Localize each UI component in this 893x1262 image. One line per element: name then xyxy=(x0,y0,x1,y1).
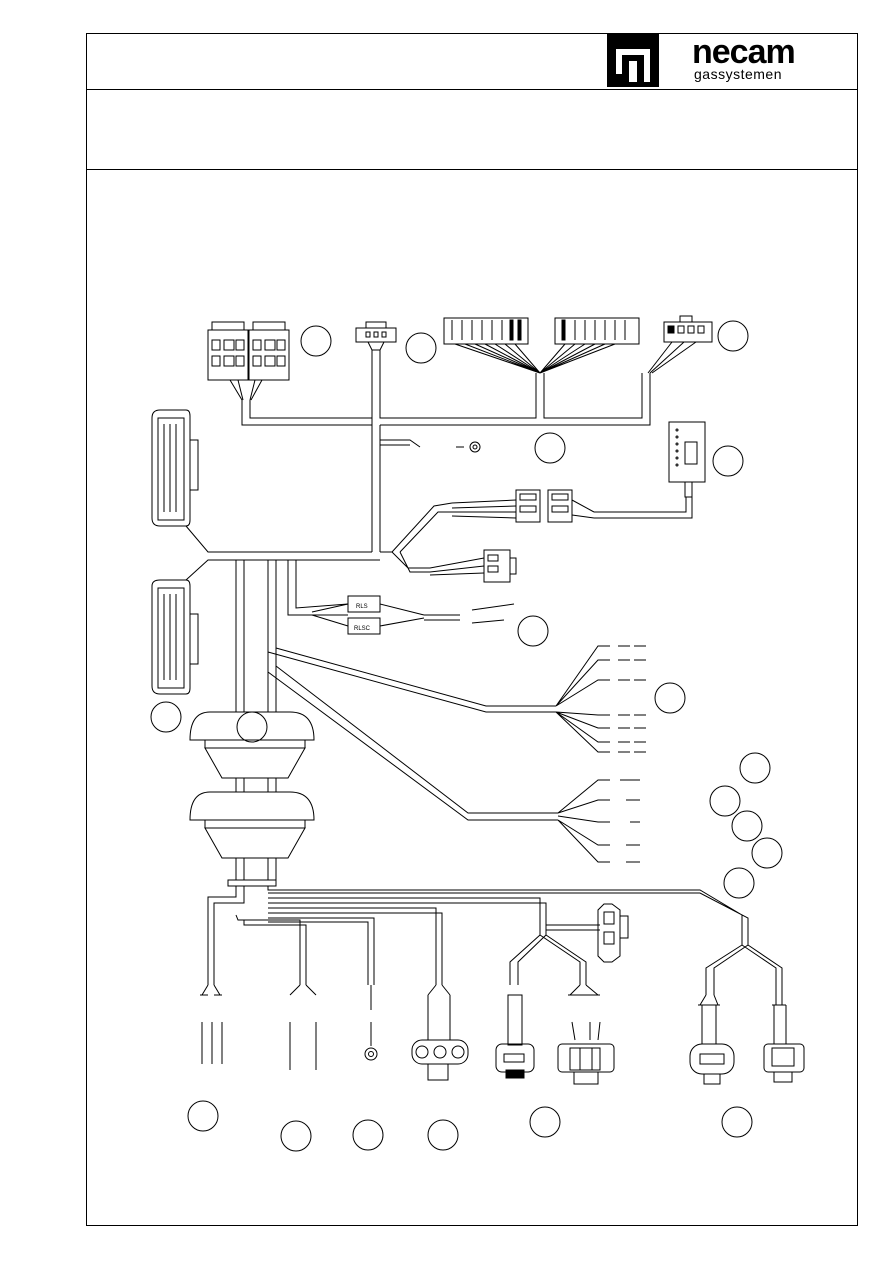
callout-circle xyxy=(712,445,744,477)
relay-pair xyxy=(311,595,515,635)
switch-indicator-unit xyxy=(594,421,706,519)
relay-label-upper: RLS xyxy=(356,604,368,610)
callout-circle xyxy=(723,867,755,899)
ecu-connector-lower xyxy=(151,579,199,695)
title-block-divider xyxy=(87,89,857,90)
grommet-upper xyxy=(189,711,315,792)
2pin-connector-d xyxy=(763,995,805,1083)
callout-circle xyxy=(352,1119,384,1151)
callout-circle xyxy=(236,711,268,743)
ground-eyelet-lower xyxy=(364,985,378,1061)
callout-circle xyxy=(427,1119,459,1151)
small-connector-right xyxy=(647,315,713,374)
callout-circle xyxy=(709,785,741,817)
callout-circle xyxy=(739,752,771,784)
4pin-connector xyxy=(391,549,517,583)
dual-relay-block xyxy=(207,321,290,401)
small-3pin-connector xyxy=(355,321,397,351)
2pin-connector-c xyxy=(689,994,735,1085)
8pin-connector-left xyxy=(443,317,541,374)
wire-end-1 xyxy=(200,984,223,1064)
callout-circle xyxy=(405,332,437,364)
3pin-round-connector xyxy=(411,984,469,1081)
inline-connector-pair xyxy=(391,489,595,553)
8pin-connector-right xyxy=(539,317,640,374)
callout-circle xyxy=(529,1106,561,1138)
ecu-connector-upper xyxy=(151,409,199,527)
brand-block: necam gassystemen xyxy=(692,33,822,86)
callout-circle xyxy=(717,320,749,352)
callout-circle xyxy=(517,615,549,647)
ground-eyelet-upper xyxy=(380,439,481,453)
brand-tagline: gassystemen xyxy=(694,66,782,82)
callout-circle xyxy=(721,1106,753,1138)
callout-circle xyxy=(187,1100,219,1132)
title-block-divider-lower xyxy=(87,169,857,170)
2pin-connector-a xyxy=(495,994,535,1079)
callout-circle xyxy=(534,432,566,464)
necam-logo-icon xyxy=(607,34,659,87)
drawing-frame: necam gassystemen xyxy=(86,33,858,1226)
callout-circle xyxy=(731,810,763,842)
2pin-connector-b xyxy=(557,984,615,1085)
callout-circle xyxy=(280,1120,312,1152)
sensor-inline-connector xyxy=(597,903,629,963)
callout-circle xyxy=(150,701,182,733)
callout-circle xyxy=(300,325,332,357)
callout-circle xyxy=(654,682,686,714)
brand-name: necam xyxy=(692,33,796,71)
callout-circle xyxy=(751,837,783,869)
relay-label-lower: RLSC xyxy=(354,626,371,632)
grommet-lower xyxy=(189,791,315,887)
wire-end-2 xyxy=(289,984,317,1070)
